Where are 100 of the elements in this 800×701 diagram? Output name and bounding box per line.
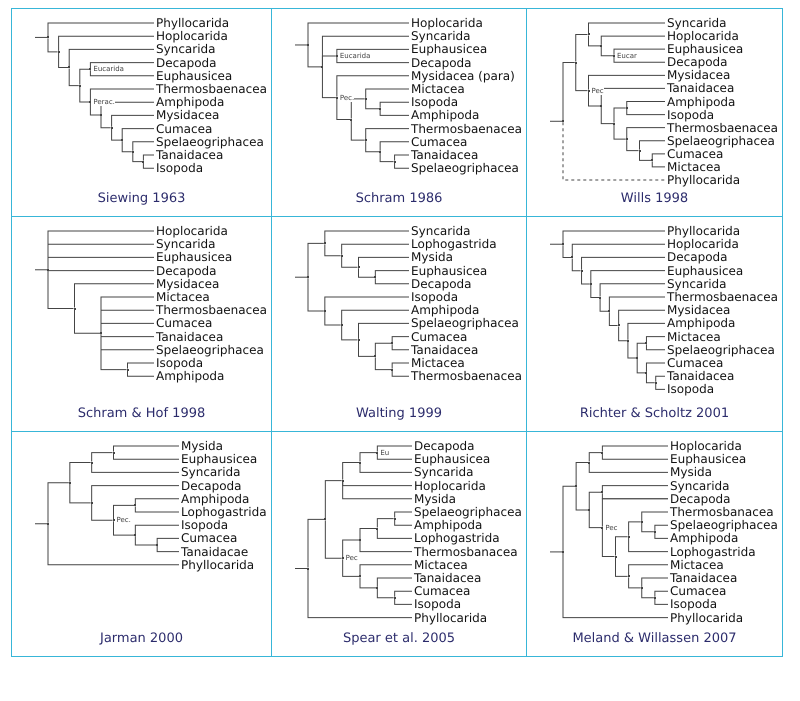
panel-caption: Walting 1999 — [356, 406, 442, 421]
branch-line — [575, 34, 588, 62]
branch-point — [601, 526, 604, 529]
branch-line — [628, 576, 642, 588]
branch-line — [122, 140, 132, 152]
branch-line — [562, 244, 572, 258]
branch-line — [394, 162, 410, 169]
branch-point — [350, 118, 352, 121]
taxon-label: Tanaidacea — [667, 81, 734, 96]
branch-line — [602, 498, 668, 528]
branch-line — [627, 341, 637, 359]
branch-line — [294, 44, 308, 46]
taxon-label: Tanaidacea — [667, 369, 734, 384]
taxon-label: Decapoda — [411, 276, 472, 291]
branch-line — [358, 268, 375, 278]
branch-line — [74, 309, 100, 334]
branch-point — [654, 382, 657, 384]
branch-line — [365, 140, 380, 152]
panel-caption: Jarman 2000 — [100, 631, 183, 646]
branch-line — [588, 74, 666, 90]
branch-line — [646, 373, 656, 384]
branch-line — [600, 283, 666, 298]
branch-line — [360, 564, 412, 576]
branch-line — [636, 358, 646, 374]
branch-point — [68, 482, 71, 484]
branch-line — [628, 521, 642, 536]
taxon-label: Isopoda — [411, 290, 458, 304]
taxon-label: Mictacea — [670, 558, 724, 572]
taxon-label: Cumacea — [411, 134, 468, 149]
taxon-label: Phyllocarida — [667, 173, 740, 187]
branch-point — [394, 596, 396, 599]
branch-point — [374, 355, 376, 358]
tree-panel — [11, 8, 272, 217]
branch-line — [641, 522, 654, 532]
taxon-label: Syncarida — [411, 224, 471, 238]
branch-line — [562, 122, 666, 180]
taxon-label: Syncarida — [156, 237, 216, 252]
branch-line — [342, 558, 360, 577]
branch-line — [308, 45, 322, 68]
taxon-label: Mysidacea — [156, 276, 220, 291]
taxon-label: Isopoda — [670, 597, 718, 612]
branch-line — [626, 101, 666, 108]
branch-line — [602, 453, 668, 460]
branch-point — [142, 160, 144, 163]
branch-line — [127, 362, 154, 370]
branch-line — [308, 569, 412, 618]
branch-line — [350, 98, 366, 120]
branch-line — [341, 244, 410, 256]
taxon-label: Euphausicea — [670, 452, 746, 466]
branch-point — [628, 575, 630, 578]
branch-line — [618, 326, 628, 342]
branch-line — [588, 22, 666, 34]
branch-line — [562, 230, 666, 244]
branch-line — [581, 271, 590, 285]
branch-point — [394, 160, 396, 163]
branch-point — [89, 100, 92, 103]
branch-point — [336, 96, 338, 99]
taxon-label: Syncarida — [670, 478, 730, 493]
branch-line — [79, 86, 90, 102]
taxon-label: Thermosbaenacea — [411, 369, 522, 384]
branch-point — [599, 296, 602, 299]
branch-line — [90, 62, 154, 69]
branch-line — [575, 63, 588, 92]
branch-line — [341, 256, 358, 268]
branch-line — [600, 106, 614, 124]
taxon-label: Isopoda — [156, 161, 204, 176]
taxon-label: Cumacea — [667, 356, 724, 370]
branch-line — [113, 520, 135, 536]
taxon-label: Phyllocarida — [667, 224, 740, 238]
taxon-label: Mysidacea — [156, 108, 220, 122]
taxon-label: Cumacea — [670, 584, 726, 598]
branch-line — [614, 48, 666, 56]
branch-line — [615, 536, 628, 556]
branch-line — [90, 70, 154, 76]
branch-point — [364, 139, 367, 142]
branch-line — [376, 453, 412, 460]
branch-point — [324, 518, 326, 520]
branch-line — [336, 98, 351, 120]
branch-line — [614, 56, 666, 63]
branch-point — [654, 530, 656, 533]
branch-line — [636, 342, 646, 358]
branch-point — [342, 557, 344, 560]
branch-point — [636, 357, 638, 360]
branch-line — [122, 128, 154, 140]
branch-point — [376, 452, 378, 454]
branch-point — [374, 276, 376, 278]
taxon-label: Decapoda — [670, 492, 731, 506]
branch-line — [602, 485, 668, 492]
branch-line — [113, 504, 135, 520]
taxon-label: Mysida — [670, 465, 712, 480]
branch-line — [376, 578, 412, 588]
branch-point — [342, 480, 344, 482]
branch-line — [376, 529, 412, 539]
branch-line — [134, 536, 157, 546]
branch-line — [654, 598, 668, 605]
branch-line — [602, 446, 668, 452]
branch-line — [562, 486, 576, 552]
branch-line — [294, 568, 308, 570]
branch-point — [580, 270, 583, 272]
branch-point — [600, 104, 602, 107]
